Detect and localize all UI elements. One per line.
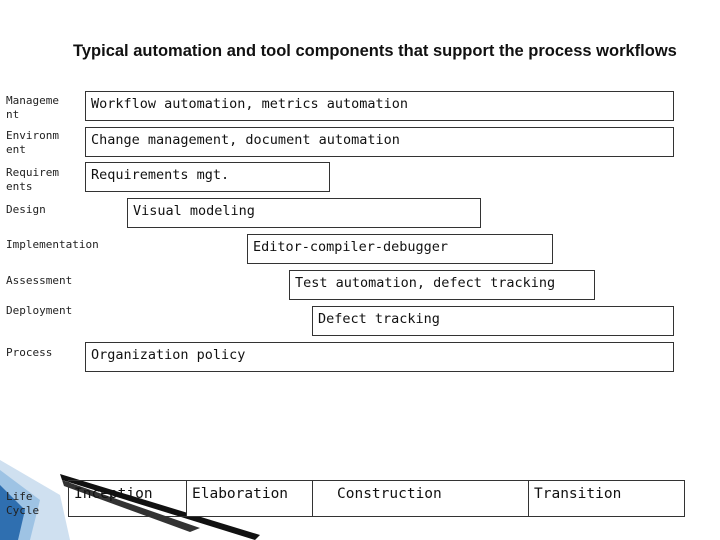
row-label-deployment: Deployment xyxy=(6,304,73,317)
tool-box-process: Organization policy xyxy=(85,342,674,372)
phase-construction: Construction xyxy=(312,480,529,517)
row-label-design: Design xyxy=(6,203,46,216)
tool-box-deployment: Defect tracking xyxy=(312,306,674,336)
tool-box-implementation: Editor-compiler-debugger xyxy=(247,234,553,264)
row-label-environment: Environm ent xyxy=(6,129,59,156)
tool-box-design: Visual modeling xyxy=(127,198,481,228)
row-label-requirements: Requirem ents xyxy=(6,166,59,193)
tool-box-environment: Change management, document automation xyxy=(85,127,674,157)
row-label-lifecycle: Life Cycle xyxy=(6,490,40,517)
row-label-implementation: Implementation xyxy=(6,238,99,251)
row-label-management: Manageme nt xyxy=(6,94,59,121)
tool-box-requirements: Requirements mgt. xyxy=(85,162,330,192)
row-label-assessment: Assessment xyxy=(6,274,73,287)
tool-box-assessment: Test automation, defect tracking xyxy=(289,270,595,300)
slide-title: Typical automation and tool components t… xyxy=(73,42,677,60)
tool-box-management: Workflow automation, metrics automation xyxy=(85,91,674,121)
phase-transition: Transition xyxy=(528,480,685,517)
phase-inception: Inception xyxy=(68,480,187,517)
phase-elaboration: Elaboration xyxy=(186,480,313,517)
row-label-process: Process xyxy=(6,346,53,359)
corner-decoration xyxy=(0,460,260,540)
lifecycle-phase-bar: Inception Elaboration Construction Trans… xyxy=(68,480,685,517)
